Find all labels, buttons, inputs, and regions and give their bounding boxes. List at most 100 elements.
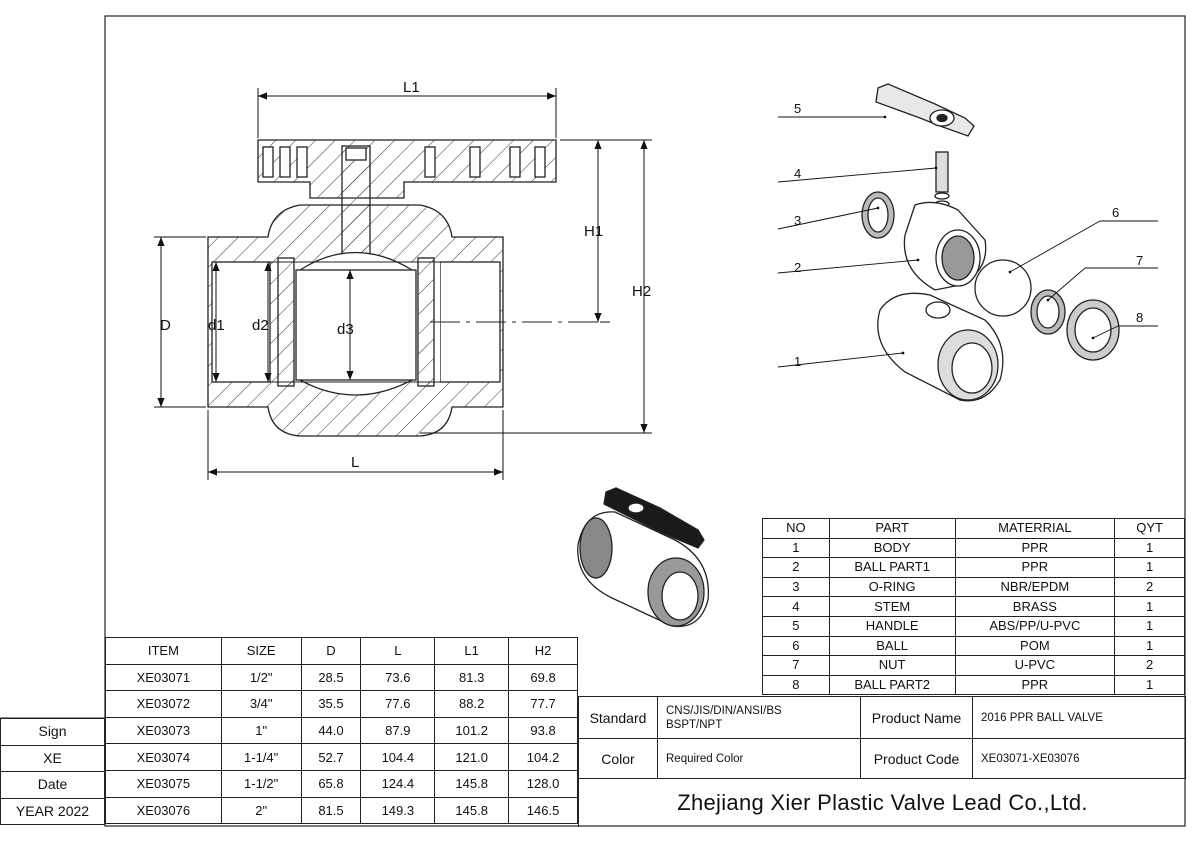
item-table-cell: 145.8 [434,769,510,798]
item-table-cell: XE03075 [105,769,222,798]
item-table-cell: 128.0 [508,769,578,798]
exploded-stem [935,151,949,193]
parts-table-cell: BALL PART1 [828,557,956,578]
callout-leaders [777,115,1158,368]
ball-bore [295,269,417,381]
parts-table-cell: POM [954,635,1116,657]
item-table-cell: 93.8 [508,716,578,745]
item-table-cell: 3/4" [220,690,302,718]
parts-table-header-cell: MATERRIAL [954,518,1116,539]
dim-d3: d3 [337,321,354,338]
item-table-cell: XE03074 [105,743,222,771]
parts-table-cell: O-RING [828,576,956,598]
handle-slots [262,146,546,178]
parts-table-cell: 1 [1114,615,1185,637]
dim-h2: H2 [632,283,651,300]
parts-table-cell: 1 [1114,596,1185,617]
company-name: Zhejiang Xier Plastic Valve Lead Co.,Ltd… [677,790,1088,815]
item-table-header-cell: SIZE [220,637,302,665]
dim-d1: d1 [208,317,225,334]
parts-table-cell: ABS/PP/U-PVC [954,615,1116,637]
item-table-cell: XE03073 [105,716,222,745]
title-block: Standard CNS/JIS/DIN/ANSI/BS BSPT/NPT Pr… [578,696,1186,827]
dim-l: L [351,454,359,471]
exploded-handle [875,83,975,137]
item-table-header-cell: L [360,637,436,665]
item-table-cell: 146.5 [508,796,578,825]
parts-table-cell: U-PVC [954,655,1116,676]
parts-table-cell: PPR [954,537,1116,559]
item-table-cell: 1-1/4" [220,743,302,771]
parts-table-cell: PPR [954,557,1116,578]
stem-screw [345,147,367,161]
item-table-header-cell: ITEM [105,637,222,665]
item-table-cell: XE03072 [105,690,222,718]
parts-table-cell: 5 [762,615,830,637]
standard-label: Standard [579,697,658,739]
parts-table-cell: STEM [828,596,956,617]
sign-value: XE [0,744,105,772]
standard-value: CNS/JIS/DIN/ANSI/BS BSPT/NPT [658,697,861,739]
item-table-cell: 73.6 [360,663,436,692]
exploded-view [861,83,1120,402]
parts-table-cell: 4 [762,596,830,617]
standard-value-line2: BSPT/NPT [666,718,723,731]
item-table-cell: 101.2 [434,716,510,745]
color-value: Required Color [658,739,861,779]
date-value: YEAR 2022 [0,797,105,825]
item-table-cell: XE03076 [105,796,222,825]
isometric-view [577,487,710,628]
item-table-cell: 124.4 [360,769,436,798]
parts-table-cell: 1 [1114,635,1185,657]
item-table-header-cell: H2 [508,637,578,665]
item-table-cell: 149.3 [360,796,436,825]
item-table-cell: 121.0 [434,743,510,771]
item-table-cell: 69.8 [508,663,578,692]
product-code-value: XE03071-XE03076 [973,739,1186,779]
product-code-label: Product Code [861,739,973,779]
parts-table-cell: PPR [954,674,1116,696]
parts-table-cell: HANDLE [828,615,956,637]
callout-2: 2 [794,260,801,275]
item-table-cell: 35.5 [300,690,362,718]
item-table-cell: 2" [220,796,302,825]
iso-handle [603,487,705,549]
item-table-cell: 44.0 [300,716,362,745]
callout-4: 4 [794,166,801,181]
section-view [207,139,557,437]
parts-table-cell: NBR/EPDM [954,576,1116,598]
item-table-cell: 104.4 [360,743,436,771]
standard-value-line1: CNS/JIS/DIN/ANSI/BS [666,704,782,717]
item-table-cell: 1/2" [220,663,302,692]
dim-l1: L1 [403,79,420,96]
item-table-cell: 77.6 [360,690,436,718]
parts-table-cell: 2 [1114,655,1185,676]
parts-table-cell: 8 [762,674,830,696]
item-table-cell: 81.5 [300,796,362,825]
callout-1: 1 [794,354,801,369]
product-name-label: Product Name [861,697,973,739]
dimension-labels: L1 H1 H2 D d1 d2 d3 L [160,79,651,471]
parts-table-cell: 6 [762,635,830,657]
parts-table-cell: BALL [828,635,956,657]
dim-h1: H1 [584,223,603,240]
item-table-cell: 1-1/2" [220,769,302,798]
parts-table-header-cell: PART [828,518,956,539]
seat-left [277,257,295,387]
sign-block: Sign XE Date YEAR 2022 [0,718,105,825]
sign-label: Sign [0,718,105,746]
parts-table-cell: NUT [828,655,956,676]
product-name-value: 2016 PPR BALL VALVE [973,697,1186,739]
callout-3: 3 [794,213,801,228]
